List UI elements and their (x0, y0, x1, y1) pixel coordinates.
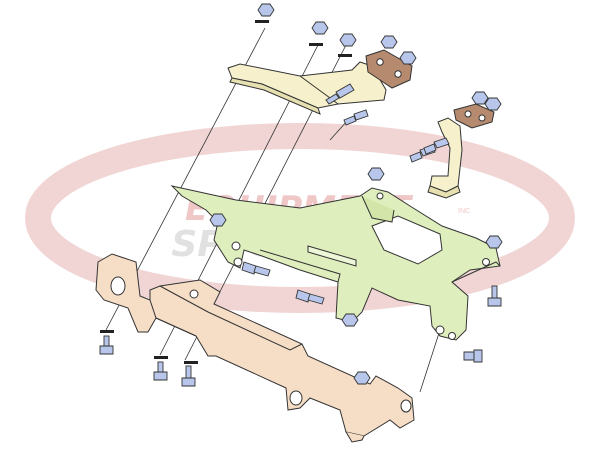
upper-bracket (227, 61, 387, 115)
hex-bolt-icon (423, 137, 450, 155)
hex-nut-icon (341, 313, 359, 327)
hex-nut-icon (399, 51, 417, 65)
hex-bolt-icon (181, 365, 196, 387)
hex-nut-icon (367, 167, 385, 181)
hex-nut-icon (257, 3, 275, 17)
hex-nut-icon (484, 97, 502, 111)
lock-washer-icon (338, 54, 352, 57)
hex-nut-icon (311, 21, 329, 35)
watermark-swoosh (25, 123, 575, 313)
hex-bolt-icon (343, 109, 369, 126)
lock-washer-icon (100, 330, 114, 333)
push-beam-crossbar (95, 253, 415, 443)
main-subframe (170, 185, 501, 341)
lock-washer-icon (184, 361, 198, 364)
hex-nut-icon (353, 371, 371, 385)
watermark-trademark: INC (458, 208, 470, 215)
lock-washer-icon (154, 356, 168, 359)
hex-bolt-icon (487, 285, 502, 307)
side-bracket (427, 117, 463, 199)
hex-bolt-icon (295, 289, 325, 305)
lock-washer-icon (309, 43, 323, 46)
hex-nut-icon (485, 235, 503, 249)
hex-bolt-icon (325, 83, 355, 105)
hex-nuts (209, 3, 503, 385)
lock-washers (100, 20, 352, 364)
lock-washer-icon (255, 20, 269, 23)
hex-bolt-icon (153, 361, 168, 381)
hex-nut-icon (380, 35, 398, 49)
hex-bolt-icon (99, 335, 114, 355)
hex-bolts (99, 83, 502, 387)
hex-bolt-icon (241, 261, 271, 277)
hex-bolt-icon (463, 349, 483, 363)
hex-nut-icon (339, 33, 357, 47)
hex-nut-icon (209, 213, 227, 227)
hex-nut-icon (471, 91, 489, 105)
